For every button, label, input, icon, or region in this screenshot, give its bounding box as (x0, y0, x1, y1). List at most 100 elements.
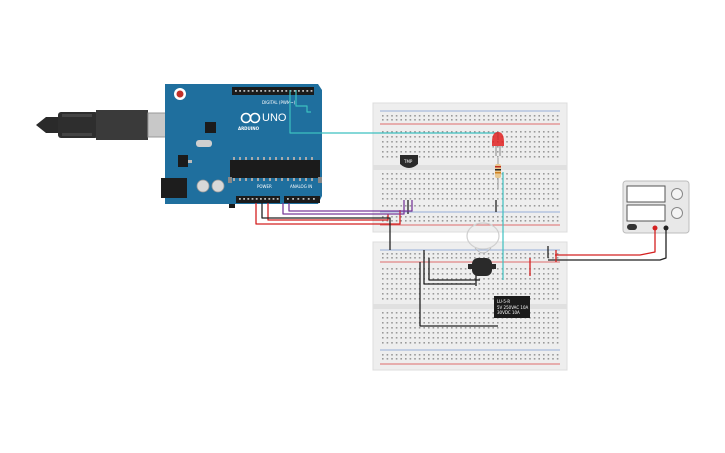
breadboard-hole[interactable] (552, 327, 554, 329)
voltage-knob[interactable] (671, 188, 683, 200)
breadboard-hole[interactable] (497, 273, 499, 275)
breadboard-hole[interactable] (400, 193, 402, 195)
breadboard-hole[interactable] (469, 151, 471, 153)
breadboard-hole[interactable] (483, 115, 485, 117)
breadboard-hole[interactable] (497, 115, 499, 117)
breadboard-hole[interactable] (533, 216, 536, 218)
breadboard-hole[interactable] (478, 327, 481, 329)
header-pin[interactable] (310, 90, 313, 92)
breadboard-hole[interactable] (395, 220, 398, 222)
breadboard-hole[interactable] (391, 119, 393, 121)
breadboard-hole[interactable] (501, 119, 504, 121)
breadboard-hole[interactable] (464, 220, 467, 222)
breadboard-hole[interactable] (483, 283, 485, 285)
breadboard-hole[interactable] (428, 131, 430, 133)
breadboard-hole[interactable] (469, 141, 471, 143)
breadboard-hole[interactable] (543, 273, 545, 275)
breadboard-hole[interactable] (441, 146, 444, 148)
breadboard-hole[interactable] (409, 332, 412, 334)
breadboard-hole[interactable] (506, 198, 508, 200)
breadboard-hole[interactable] (395, 273, 398, 275)
breadboard-hole[interactable] (474, 141, 476, 143)
breadboard-hole[interactable] (552, 156, 554, 158)
breadboard-hole[interactable] (547, 283, 550, 285)
breadboard-hole[interactable] (487, 131, 490, 133)
breadboard-hole[interactable] (506, 288, 508, 290)
breadboard-hole[interactable] (492, 298, 494, 300)
breadboard-hole[interactable] (382, 193, 384, 195)
breadboard-hole[interactable] (464, 342, 467, 344)
breadboard-hole[interactable] (464, 278, 467, 280)
breadboard-hole[interactable] (474, 288, 476, 290)
breadboard-hole[interactable] (455, 337, 458, 339)
breadboard-hole[interactable] (391, 312, 393, 314)
breadboard-hole[interactable] (382, 317, 384, 319)
breadboard-hole[interactable] (510, 332, 513, 334)
breadboard-hole[interactable] (529, 293, 531, 295)
breadboard-hole[interactable] (446, 268, 448, 270)
breadboard-hole[interactable] (556, 119, 559, 121)
breadboard-hole[interactable] (515, 253, 517, 255)
breadboard-hole[interactable] (441, 115, 444, 117)
breadboard-hole[interactable] (520, 342, 522, 344)
breadboard-hole[interactable] (510, 115, 513, 117)
arduino-board[interactable]: UNO ARDUINO DIGITAL (PWM~) POWER ANALOG … (161, 84, 322, 208)
breadboard-hole[interactable] (547, 337, 550, 339)
breadboard-hole[interactable] (510, 358, 513, 360)
breadboard-hole[interactable] (386, 220, 389, 222)
breadboard-hole[interactable] (441, 156, 444, 158)
breadboard-hole[interactable] (446, 317, 448, 319)
breadboard-hole[interactable] (520, 151, 522, 153)
breadboard-hole[interactable] (382, 283, 384, 285)
breadboard-hole[interactable] (455, 327, 458, 329)
breadboard-hole[interactable] (423, 178, 425, 180)
breadboard-hole[interactable] (474, 278, 476, 280)
breadboard-hole[interactable] (492, 332, 494, 334)
breadboard-hole[interactable] (437, 253, 439, 255)
breadboard-hole[interactable] (441, 342, 444, 344)
breadboard-hole[interactable] (492, 257, 494, 259)
breadboard-hole[interactable] (409, 273, 412, 275)
breadboard-hole[interactable] (441, 216, 444, 218)
breadboard-hole[interactable] (520, 327, 522, 329)
breadboard-hole[interactable] (478, 178, 481, 180)
breadboard-hole[interactable] (418, 198, 421, 200)
breadboard-hole[interactable] (538, 283, 540, 285)
breadboard-hole[interactable] (451, 293, 453, 295)
breadboard-hole[interactable] (552, 136, 554, 138)
breadboard-hole[interactable] (515, 288, 517, 290)
breadboard-hole[interactable] (451, 131, 453, 133)
breadboard-hole[interactable] (428, 220, 430, 222)
breadboard-hole[interactable] (464, 327, 467, 329)
breadboard-hole[interactable] (510, 322, 513, 324)
breadboard-hole[interactable] (432, 151, 435, 153)
breadboard-hole[interactable] (464, 183, 467, 185)
breadboard-hole[interactable] (451, 322, 453, 324)
breadboard-hole[interactable] (460, 220, 462, 222)
breadboard-hole[interactable] (395, 119, 398, 121)
breadboard-hole[interactable] (391, 293, 393, 295)
breadboard-hole[interactable] (524, 136, 527, 138)
temperature-sensor[interactable]: TMP (400, 155, 418, 168)
breadboard-hole[interactable] (547, 188, 550, 190)
breadboard-hole[interactable] (478, 283, 481, 285)
breadboard-hole[interactable] (382, 273, 384, 275)
header-pin[interactable] (281, 90, 283, 92)
breadboard-hole[interactable] (492, 317, 494, 319)
breadboard-hole[interactable] (418, 257, 421, 259)
breadboard-hole[interactable] (409, 205, 412, 207)
breadboard-hole[interactable] (520, 136, 522, 138)
breadboard-hole[interactable] (501, 156, 504, 158)
breadboard-hole[interactable] (515, 327, 517, 329)
light-bulb[interactable] (466, 222, 500, 276)
breadboard-hole[interactable] (543, 283, 545, 285)
breadboard-hole[interactable] (510, 183, 513, 185)
breadboard-hole[interactable] (409, 293, 412, 295)
breadboard-hole[interactable] (492, 151, 494, 153)
breadboard-hole[interactable] (451, 183, 453, 185)
breadboard-hole[interactable] (464, 193, 467, 195)
breadboard-hole[interactable] (428, 298, 430, 300)
breadboard-hole[interactable] (432, 298, 435, 300)
breadboard-hole[interactable] (409, 178, 412, 180)
breadboard-hole[interactable] (432, 188, 435, 190)
